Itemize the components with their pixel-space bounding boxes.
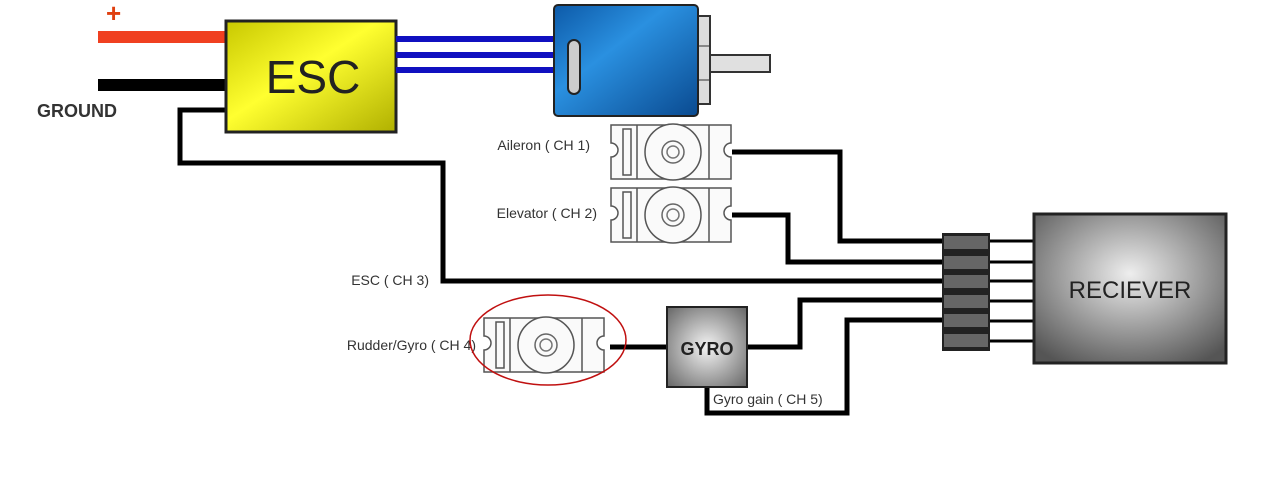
rudder-servo xyxy=(483,316,605,374)
esc-channel-label: ESC ( CH 3) xyxy=(351,272,429,288)
signal-wires xyxy=(177,107,945,416)
aileron-servo xyxy=(610,123,732,181)
gyro-box xyxy=(666,306,748,388)
ground-label: GROUND xyxy=(37,101,117,121)
gyro-gain-label: Gyro gain ( CH 5) xyxy=(713,391,823,407)
receiver-connector xyxy=(942,233,1035,351)
motor-wires xyxy=(396,36,556,73)
motor-shaft xyxy=(709,54,771,73)
esc-box xyxy=(224,19,398,134)
receiver-label: RECIEVER xyxy=(1069,277,1192,304)
motor xyxy=(553,4,771,117)
ground-wire xyxy=(98,79,228,91)
gyro-label: GYRO xyxy=(680,339,733,359)
esc-signal-wire xyxy=(177,107,945,284)
plus-sign: + xyxy=(106,0,121,28)
highlight-circle xyxy=(469,294,627,386)
gyro-gain-wire xyxy=(704,317,945,416)
aileron-label: Aileron ( CH 1) xyxy=(497,137,590,153)
elevator-wire xyxy=(732,212,945,265)
esc-label: ESC xyxy=(266,51,361,103)
elevator-label: Elevator ( CH 2) xyxy=(497,205,597,221)
receiver-box xyxy=(1032,212,1228,365)
rudder-label: Rudder/Gyro ( CH 4) xyxy=(347,337,476,353)
positive-wire xyxy=(98,31,228,43)
gyro-output-wire xyxy=(747,297,945,350)
elevator-servo xyxy=(610,186,732,244)
aileron-wire xyxy=(732,149,945,244)
